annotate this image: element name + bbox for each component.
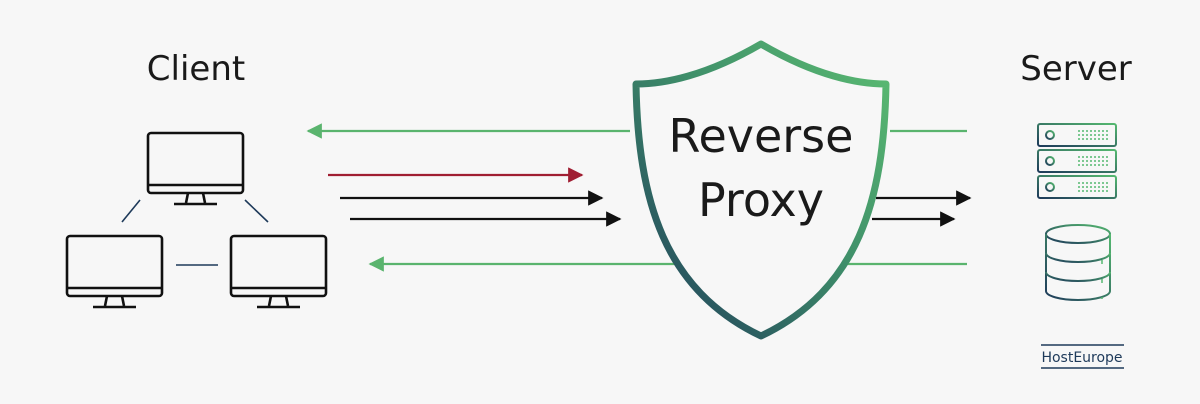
- proxy-label-line2: Proxy: [698, 173, 824, 227]
- client-network-lines: [121, 199, 269, 266]
- database-icon: [1045, 224, 1111, 301]
- shield-icon: [632, 40, 890, 340]
- server-label: Server: [1020, 49, 1132, 89]
- monitor-icon: [229, 234, 328, 309]
- client-label: Client: [147, 49, 245, 89]
- monitor-icon: [65, 234, 164, 309]
- server-rack-icon: [1037, 123, 1117, 199]
- proxy-label-line1: Reverse: [669, 109, 854, 163]
- monitor-icon: [146, 131, 245, 206]
- logo-text: HostEurope: [1041, 350, 1122, 366]
- hosteurope-logo: HostEurope: [1041, 344, 1124, 369]
